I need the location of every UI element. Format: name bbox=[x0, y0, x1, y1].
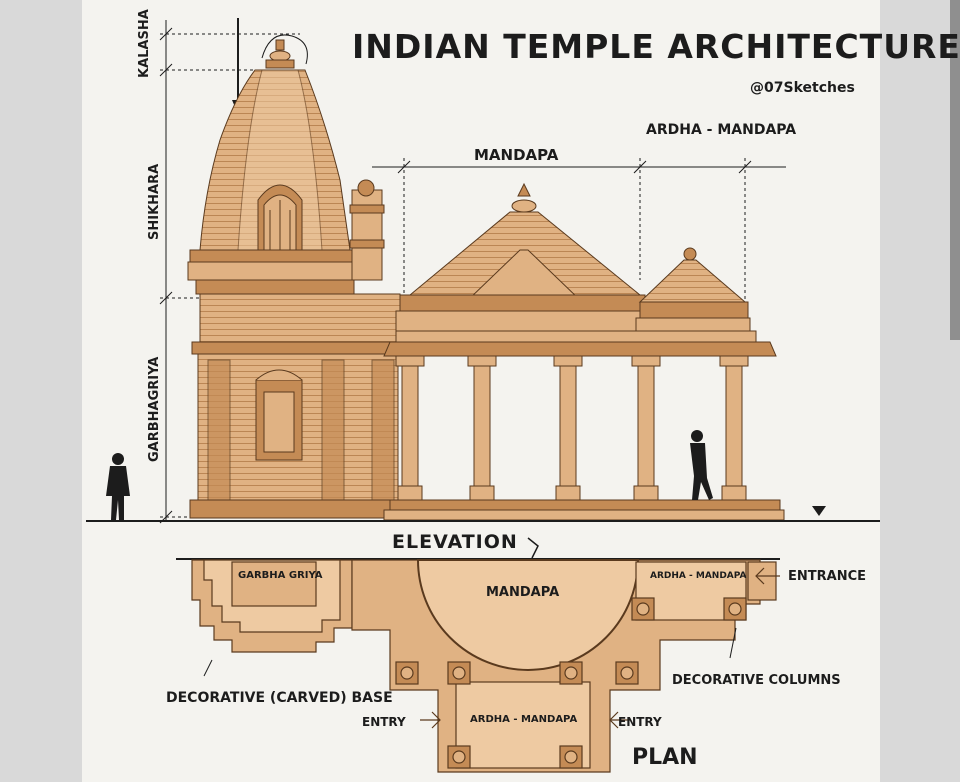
kalasha-label: KALASHA bbox=[137, 9, 152, 78]
entry-right-label: ENTRY bbox=[618, 715, 662, 729]
plan-mandapa-label: MANDAPA bbox=[486, 585, 559, 600]
mandapa-top-label: MANDAPA bbox=[474, 146, 559, 164]
scrollbar[interactable] bbox=[950, 0, 960, 340]
ardha-mandapa-roof bbox=[635, 247, 751, 333]
plan-ardha-mandapa-right-label: ARDHA - MANDAPA bbox=[650, 571, 747, 581]
diagram-title: INDIAN TEMPLE ARCHITECTURE bbox=[352, 27, 960, 66]
elevation-columns bbox=[395, 355, 749, 501]
height-dimension bbox=[159, 20, 300, 524]
eave-band bbox=[395, 330, 757, 343]
shikhara-tower bbox=[187, 39, 385, 295]
plinth-top bbox=[389, 499, 781, 511]
width-dimension bbox=[372, 158, 786, 320]
columns-callout-line bbox=[729, 627, 737, 659]
entrance-label: ENTRANCE bbox=[788, 569, 866, 584]
plan-garbha-griya-label: GARBHA GRIYA bbox=[238, 570, 323, 581]
elevation-label: ELEVATION bbox=[392, 531, 518, 553]
credit-text: @07Sketches bbox=[750, 80, 855, 96]
kalasha-swirl bbox=[261, 34, 308, 65]
person-silhouette-right bbox=[690, 430, 713, 500]
decorative-columns-label: DECORATIVE COLUMNS bbox=[672, 673, 841, 688]
ardha-mandapa-top-label: ARDHA - MANDAPA bbox=[646, 122, 796, 138]
base-callout-line bbox=[203, 659, 213, 677]
plan-label: PLAN bbox=[632, 745, 698, 770]
break-mark bbox=[527, 537, 539, 559]
eave bbox=[383, 341, 777, 357]
plinth-base bbox=[383, 509, 785, 521]
mandapa-roof bbox=[395, 182, 651, 332]
person-silhouette-left bbox=[106, 453, 130, 520]
entry-left-label: ENTRY bbox=[362, 715, 406, 729]
decorative-base-label: DECORATIVE (CARVED) BASE bbox=[166, 690, 393, 706]
garbhagriya-body bbox=[189, 293, 411, 519]
garbhagriya-label: GARBHAGRIYA bbox=[147, 357, 162, 462]
plan-drawing bbox=[191, 559, 780, 773]
level-marker bbox=[812, 506, 826, 516]
plan-ardha-mandapa-bottom-label: ARDHA - MANDAPA bbox=[470, 714, 577, 725]
shikhara-label: SHIKHARA bbox=[147, 164, 162, 240]
